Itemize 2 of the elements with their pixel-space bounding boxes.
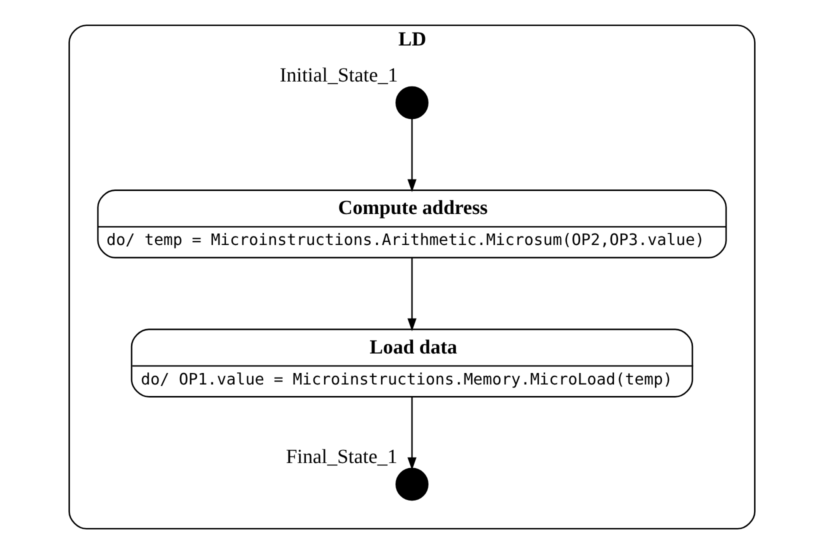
node-label: Initial_State_1 [279, 64, 398, 87]
node-label: Final_State_1 [285, 446, 397, 468]
